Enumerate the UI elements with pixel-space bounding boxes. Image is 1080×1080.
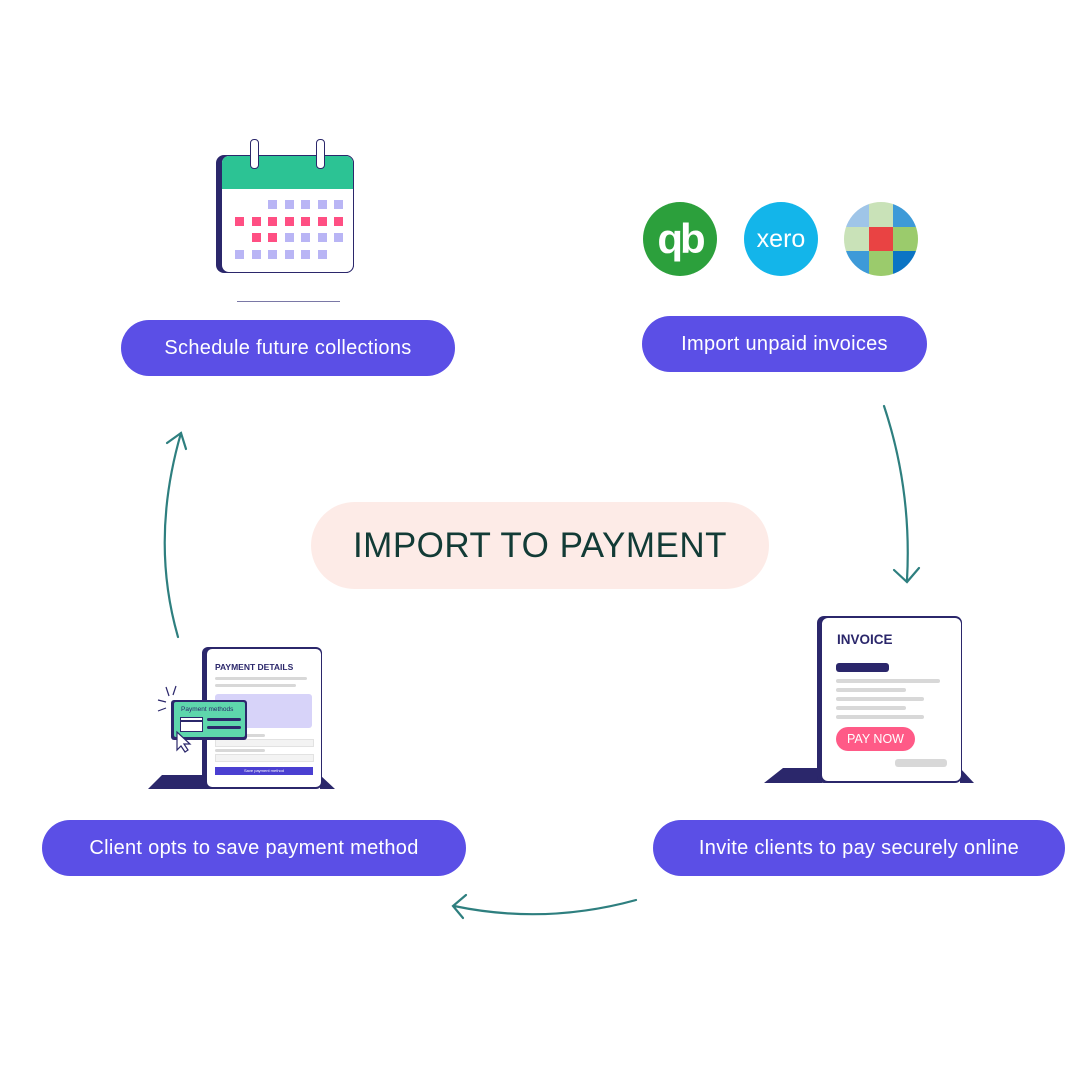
calendar-day: [301, 200, 310, 209]
calendar-day: [301, 249, 310, 259]
calendar-day: [284, 216, 294, 226]
arrow-save-to-schedule: [163, 431, 183, 639]
calendar-day: [317, 233, 327, 242]
calendar-day: [251, 233, 261, 242]
calendar-day: [334, 233, 343, 242]
calendar-day: [268, 249, 277, 259]
calendar-day: [284, 200, 294, 209]
calendar-day: [317, 249, 327, 259]
pay-now-button: PAY NOW: [836, 727, 915, 751]
calendar-day: [235, 249, 244, 259]
calendar-day: [251, 249, 261, 259]
invoice-illustration: INVOICE PAY NOW: [760, 612, 980, 787]
calendar-icon: [216, 138, 356, 308]
step-schedule-future-collections: Schedule future collections: [121, 320, 455, 376]
calendar-day: [251, 216, 261, 226]
save-payment-method-button: Save payment method: [215, 767, 313, 775]
xero-logo: xero: [744, 202, 818, 276]
sage-grid-logo: [844, 202, 918, 276]
calendar-day: [301, 233, 310, 242]
calendar-day: [301, 216, 310, 226]
calendar-day: [317, 200, 327, 209]
calendar-day: [334, 200, 343, 209]
cursor-icon: [157, 685, 192, 753]
step-client-save-payment-method: Client opts to save payment method: [42, 820, 466, 876]
calendar-day: [268, 233, 277, 242]
calendar-day: [284, 249, 294, 259]
step-import-unpaid-invoices: Import unpaid invoices: [642, 316, 927, 372]
step-invite-clients-pay-online: Invite clients to pay securely online: [653, 820, 1065, 876]
arrow-import-to-invite: [882, 404, 909, 582]
payment-methods-label: Payment methods: [181, 706, 234, 713]
payment-details-illustration: PAYMENT DETAILS Save payment method Paym…: [140, 640, 340, 795]
calendar-day: [284, 233, 294, 242]
calendar-day: [317, 216, 327, 226]
page-title: IMPORT TO PAYMENT: [311, 502, 769, 589]
invoice-heading: INVOICE: [837, 632, 893, 647]
quickbooks-logo: qb: [643, 202, 717, 276]
payment-details-heading: PAYMENT DETAILS: [215, 662, 294, 672]
calendar-day: [268, 200, 277, 209]
calendar-day: [268, 216, 277, 226]
calendar-day: [235, 216, 244, 226]
calendar-day: [334, 216, 343, 226]
arrow-invite-to-save: [452, 898, 638, 916]
